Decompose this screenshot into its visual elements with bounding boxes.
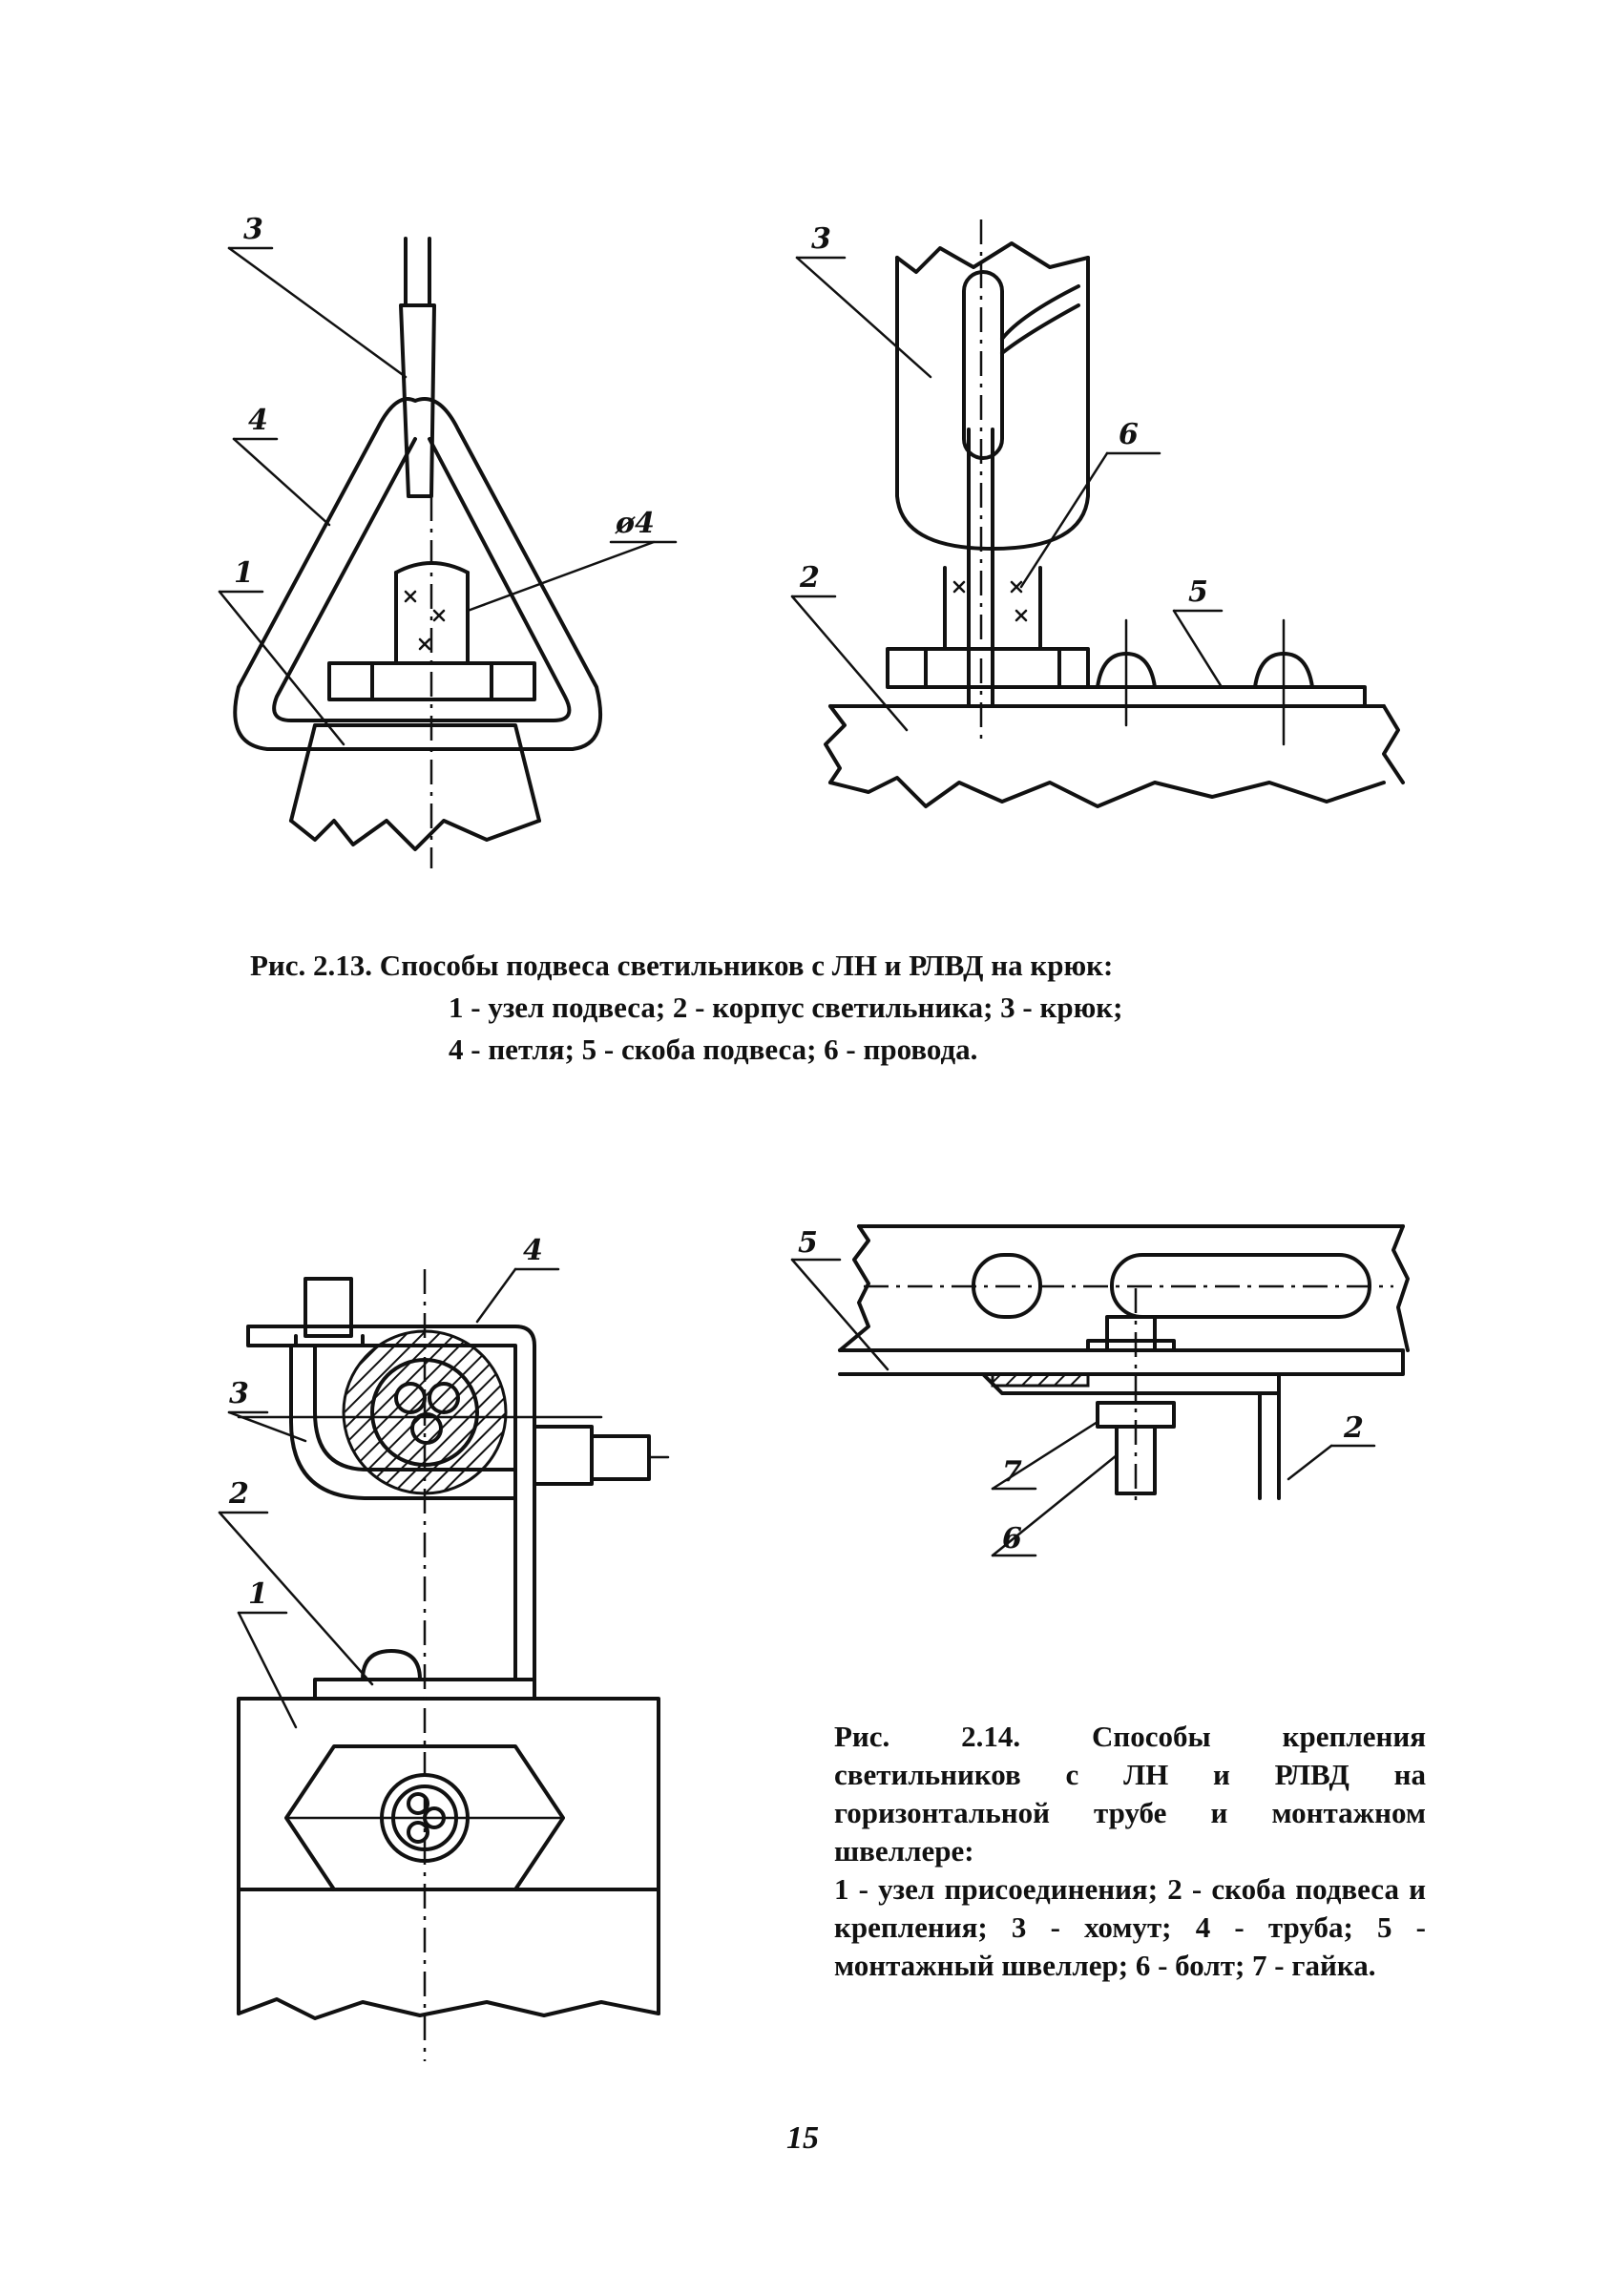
figure-2-13-left-drawing: 3 4 1 ø4 — [218, 213, 678, 868]
page-number: 15 — [786, 2120, 819, 2156]
label-4: 4 — [248, 404, 268, 437]
label-3: 3 — [229, 1377, 249, 1410]
figure-2-14-left-drawing: 4 3 2 1 — [218, 1234, 670, 2061]
figure-2-13-caption-title: Рис. 2.13. Способы подвеса светильников … — [250, 949, 1114, 982]
figure-2-13-right-drawing: 3 6 2 5 — [790, 219, 1405, 808]
label-diameter-4: ø4 — [615, 507, 655, 540]
figure-2-13-caption-line-1: 1 - узел подвеса; 2 - корпус светильника… — [449, 991, 1123, 1024]
label-1: 1 — [248, 1577, 268, 1611]
figure-2-14-caption-body: 1 - узел присоединения; 2 - скоба подвес… — [834, 1872, 1426, 1982]
figure-2-14-right-drawing: 5 7 6 2 — [790, 1224, 1410, 1557]
label-4: 4 — [523, 1234, 543, 1267]
label-1: 1 — [234, 556, 254, 590]
label-5: 5 — [1188, 575, 1208, 609]
figure-2-14-caption-title: Рис. 2.14. Способы крепления светильнико… — [834, 1720, 1426, 1868]
label-2: 2 — [228, 1477, 249, 1511]
label-5: 5 — [798, 1226, 818, 1260]
label-3: 3 — [811, 222, 831, 256]
label-7: 7 — [1002, 1455, 1022, 1489]
label-6: 6 — [1119, 418, 1139, 451]
figure-2-13-caption-line-2: 4 - петля; 5 - скоба подвеса; 6 - провод… — [449, 1033, 978, 1066]
label-3: 3 — [243, 213, 263, 246]
label-2: 2 — [1343, 1411, 1364, 1445]
label-2: 2 — [799, 561, 820, 595]
label-6: 6 — [1002, 1522, 1022, 1555]
figure-2-14-caption: Рис. 2.14. Способы крепления светильнико… — [834, 1718, 1426, 1985]
